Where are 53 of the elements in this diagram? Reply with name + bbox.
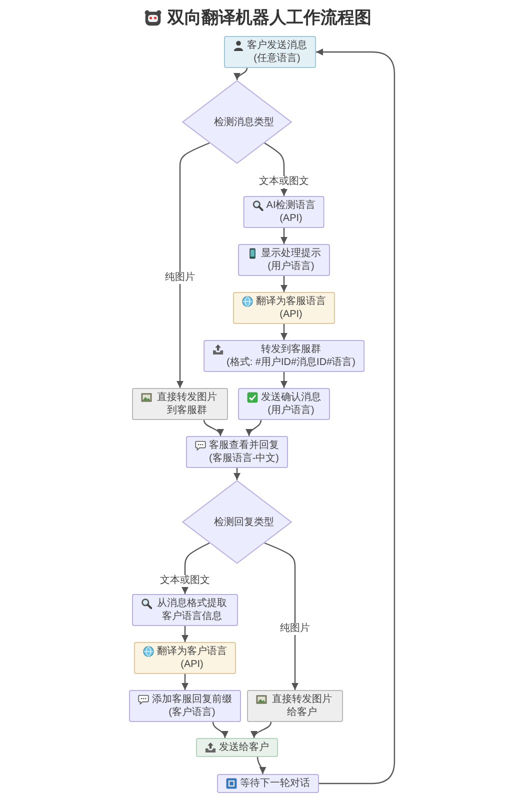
- process-box: [233, 292, 335, 324]
- arrow: [280, 324, 288, 340]
- arrow: [256, 756, 266, 774]
- process-box: [132, 388, 228, 420]
- step-text: 转发到客服群 (格式: #用户ID#消息ID#语言): [226, 343, 356, 369]
- title: 双向翻译机器人工作流程图: [168, 7, 372, 29]
- edge-label: 文本或图文: [257, 176, 311, 188]
- process-box: [186, 436, 288, 468]
- step-text: 直接转发图片给客户: [271, 693, 333, 719]
- arrow: [316, 48, 396, 784]
- arrow: [182, 674, 188, 690]
- edge-label: 纯图片: [278, 622, 312, 634]
- step-text: 显示处理提示 (用户语言): [261, 247, 321, 273]
- edge-label: 纯图片: [163, 272, 197, 284]
- arrow: [182, 626, 188, 642]
- step-text: 翻译为客户语言 (API): [157, 645, 227, 671]
- process-box: [247, 690, 343, 722]
- arrow: [246, 420, 262, 436]
- arrow: [280, 372, 288, 388]
- arrow: [203, 420, 223, 436]
- arrow: [234, 68, 248, 80]
- arrow: [264, 542, 298, 690]
- process-box: [132, 594, 238, 626]
- step-text: AI检测语言 (API): [266, 199, 316, 225]
- step-text: 从消息格式提取客户语言信息: [156, 597, 228, 623]
- process-box: [134, 642, 236, 674]
- decision-text: 检测消息类型: [214, 116, 274, 128]
- step-text: 等待下一轮对话: [240, 777, 310, 790]
- process-box: [204, 340, 364, 372]
- step-text: 添加客服回复前缀 (客户语言): [152, 693, 232, 719]
- arrow: [280, 276, 288, 292]
- process-box: [238, 388, 330, 420]
- arrow: [252, 722, 272, 738]
- edge-label: 文本或图文: [158, 574, 212, 586]
- process-box: [224, 36, 316, 68]
- step-text: 翻译为客服语言 (API): [256, 295, 326, 321]
- step-text: 发送给客户: [219, 741, 269, 754]
- process-box: [196, 738, 278, 757]
- decision-diamond: [182, 80, 292, 164]
- step-text: 客服查看并回复 (客服语言-中文): [209, 439, 279, 465]
- step-text: 发送确认消息 (用户语言): [261, 391, 321, 417]
- decision-text: 检测回复类型: [214, 516, 274, 528]
- arrow: [234, 468, 240, 480]
- process-box: [217, 774, 319, 793]
- process-box: [243, 196, 325, 228]
- decision-diamond: [182, 480, 292, 564]
- step-text: 直接转发图片到客服群: [156, 391, 218, 417]
- step-text: 客户发送消息 (任意语言): [247, 39, 307, 65]
- process-box: [129, 690, 241, 722]
- process-box: [238, 244, 330, 276]
- arrow: [280, 228, 288, 244]
- arrow: [176, 142, 210, 388]
- arrow: [212, 722, 228, 738]
